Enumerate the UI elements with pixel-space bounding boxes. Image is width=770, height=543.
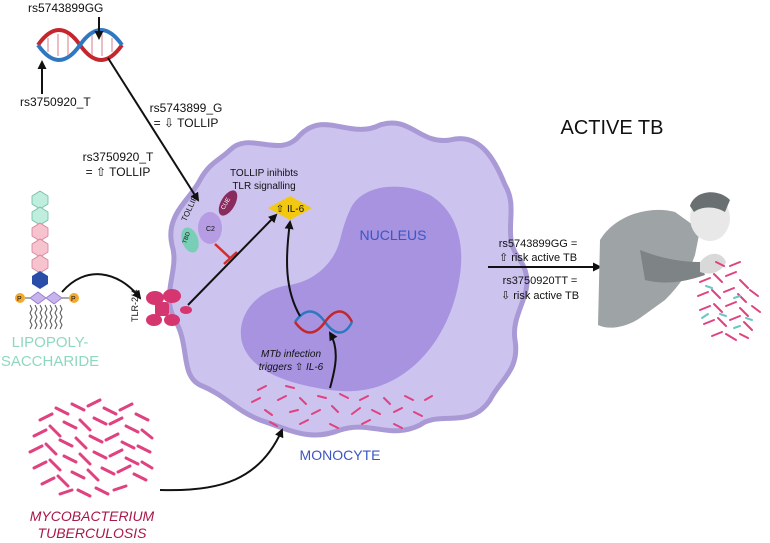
arrow-dna-to-il6	[284, 220, 301, 317]
mtb-label-line1: MYCOBACTERIUM	[30, 508, 155, 524]
snp-gg-top-label: rs5743899GG	[28, 1, 103, 15]
top-dna-helix	[36, 28, 124, 62]
cue-label: CUE	[221, 197, 233, 211]
risk-gg-line2: ⇧ risk active TB	[499, 252, 577, 264]
tollip-inhibits-line2: TLR signalling	[232, 181, 295, 192]
il6-label: ⇧ IL-6	[276, 204, 305, 215]
phosphate-left: P	[17, 296, 22, 303]
nucleus-label: NUCLEUS	[360, 227, 427, 243]
tlr-label: TLR-2/4	[130, 289, 140, 322]
arrow-tlr-to-il6	[187, 213, 278, 306]
monocyte-label: MONOCYTE	[300, 447, 381, 463]
arrow-infection-to-dna	[328, 331, 338, 389]
il6-diamond	[268, 196, 312, 220]
lps-label-line2: SACCHARIDE	[1, 353, 99, 370]
risk-gg-line1: rs5743899GG =	[499, 238, 578, 250]
tbd-label: TBD	[182, 231, 192, 245]
lps-structure: P P	[15, 190, 79, 330]
arrow-dna-to-tollip	[107, 57, 200, 202]
mtb-infection-line1: MTb infection	[261, 349, 321, 360]
tollip-inhibits-line1: TOLLIP inihibts	[230, 168, 298, 179]
coughing-person-figure	[598, 192, 730, 328]
g-allele-line1: rs5743899_G	[150, 101, 223, 115]
risk-tt-line1: rs3750920TT =	[503, 275, 578, 287]
active-tb-title: ACTIVE TB	[561, 117, 664, 139]
arrow-mtb-to-cell	[159, 428, 284, 492]
snp-t-left-label: rs3750920_T	[20, 95, 91, 109]
expelled-bacteria-cloud	[697, 261, 761, 341]
lps-label-line1: LIPOPOLY-	[12, 334, 89, 351]
mtb-infection-line2: triggers ⇧ IL-6	[259, 362, 324, 373]
mtb-label-line2: TUBERCULOSIS	[38, 525, 148, 541]
risk-tt-line2: ⇩ risk active TB	[501, 290, 579, 302]
nucleus-dna-icon	[293, 310, 354, 334]
c2-label: C2	[206, 226, 215, 233]
t-allele-line1: rs3750920_T	[83, 150, 154, 164]
inhibition-symbol	[214, 243, 238, 265]
nucleus-shape	[240, 186, 462, 392]
intracellular-bacteria	[251, 385, 433, 429]
g-allele-line2: = ⇩ TOLLIP	[154, 116, 219, 130]
phosphate-right: P	[71, 296, 76, 303]
arrow-lps-to-tlr	[61, 273, 142, 300]
mycobacterium-cluster	[28, 398, 154, 498]
t-allele-line2: = ⇧ TOLLIP	[86, 165, 151, 179]
tlr-receptor	[146, 289, 192, 326]
